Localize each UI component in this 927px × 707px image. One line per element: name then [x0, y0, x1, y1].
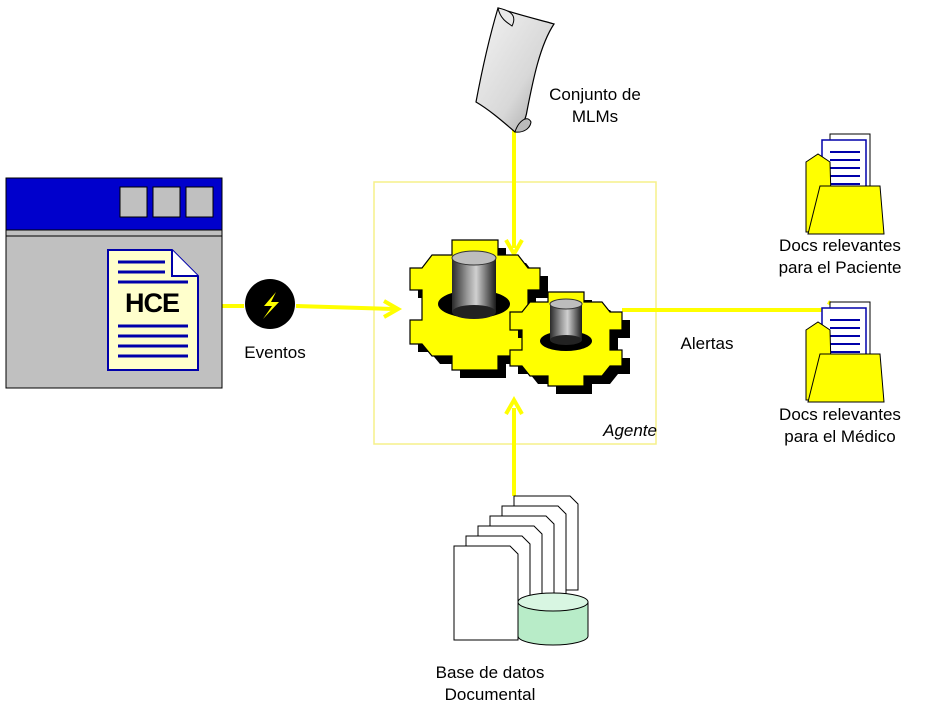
- ehr-document-label: HCE: [124, 288, 180, 318]
- arrow-event-to-agent: [295, 304, 395, 311]
- scroll-icon: [475, 7, 555, 133]
- window-button-1: [119, 186, 148, 218]
- db-cylinder: [517, 592, 589, 646]
- agent-label: Agente: [603, 421, 657, 440]
- doctor-docs-line1: Docs relevantes: [779, 405, 901, 424]
- doctor-docs-line2: para el Médico: [784, 427, 896, 446]
- patient-docs-line1: Docs relevantes: [779, 236, 901, 255]
- folder-docs-icon-patient: [805, 133, 885, 235]
- ehr-document-icon: [107, 249, 199, 371]
- document-db-label: Base de datos Documental: [400, 662, 580, 706]
- doctor-docs-label: Docs relevantes para el Médico: [750, 404, 927, 448]
- arrowhead-mlm: [504, 239, 524, 259]
- arrowhead-event: [383, 299, 403, 319]
- folder-docs-icon-doctor: [805, 301, 885, 403]
- alerts-label: Alertas: [680, 334, 734, 353]
- patient-docs-line2: para el Paciente: [778, 258, 902, 277]
- mlm-label-line1: Conjunto de: [549, 85, 641, 104]
- gear-icon: [409, 239, 630, 394]
- mlm-label-line2: MLMs: [571, 107, 619, 126]
- lightning-icon: [245, 279, 295, 329]
- db-label-line2: Documental: [444, 685, 536, 704]
- window-button-2: [152, 186, 181, 218]
- event-label: Eventos: [244, 343, 306, 362]
- arrowhead-db: [504, 395, 524, 415]
- patient-docs-label: Docs relevantes para el Paciente: [750, 235, 927, 279]
- flow-arrows: [222, 128, 847, 496]
- window-button-3: [185, 186, 214, 218]
- db-label-line1: Base de datos: [435, 663, 545, 682]
- document-database-icon: [453, 495, 589, 646]
- mlm-set-label: Conjunto de MLMs: [520, 84, 670, 128]
- ehr-window: [5, 177, 223, 389]
